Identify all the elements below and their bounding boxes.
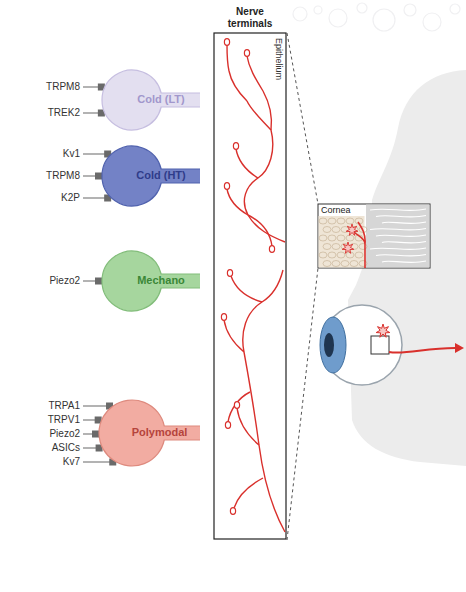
zoom-connector: [287, 33, 318, 540]
channel-pin: [83, 405, 108, 406]
channel-name: TRPA1: [10, 400, 80, 412]
decor-bubbles: [293, 3, 460, 31]
neuron-soma: Polymodal: [97, 399, 200, 467]
channel-name: TREK2: [10, 107, 80, 119]
channel-name: K2P: [10, 192, 80, 204]
inset-title: Cornea: [321, 205, 351, 216]
channel-name: Kv1: [10, 148, 80, 160]
cornea-inset: Cornea: [318, 204, 430, 268]
channel-pin: [83, 153, 106, 154]
neuron-label: Polymodal: [117, 426, 202, 439]
epithelium-tissue: [319, 216, 365, 268]
channel-pin: [83, 86, 100, 87]
channel-pin: [83, 461, 111, 462]
channel-symbol: [95, 278, 102, 285]
channel-name: TRPM8: [10, 170, 80, 182]
channel-name: TRPV1: [10, 414, 80, 426]
channel-name: Piezo2: [10, 275, 80, 287]
neuron-soma: Cold (LT): [100, 69, 200, 131]
stroma-texture: [370, 209, 426, 262]
nerve-fibers: [224, 45, 285, 532]
channel-pin: [83, 112, 100, 113]
node-outline: [213, 4, 287, 540]
stimulus-star: [342, 242, 354, 253]
channel-name: ASICs: [10, 442, 80, 454]
neuron-label: Mechano: [120, 274, 202, 287]
channel-pin: [83, 175, 97, 176]
neuron-soma: Mechano: [100, 250, 200, 312]
channel-name: TRPM8: [10, 81, 80, 93]
channel-symbol: [95, 173, 102, 180]
channel-symbol: [92, 431, 99, 438]
layer-label: Epithelium: [273, 38, 284, 80]
eye-illustration: [320, 305, 464, 385]
nerve-terminal-panel: Nerve terminalsEpithelium: [213, 4, 287, 540]
stimulus-star: [376, 324, 390, 337]
stimulus-star: [346, 224, 358, 235]
terminal-frame: [214, 33, 286, 539]
channel-pin: [83, 197, 106, 198]
inset-frame: [318, 204, 430, 268]
panel-heading: Nerve terminals: [221, 6, 279, 30]
nerve-endings: [221, 39, 274, 515]
nerve-fiber: [354, 222, 365, 268]
channel-pin: [83, 447, 98, 448]
neuron-soma: Cold (HT): [100, 145, 200, 207]
decor-stars: [376, 324, 390, 337]
channel-pin: [83, 419, 97, 420]
channel-name: Kv7: [10, 456, 80, 468]
channel-pin: [83, 280, 97, 281]
neuron-label: Cold (LT): [120, 93, 202, 106]
neuron-label: Cold (HT): [120, 169, 202, 182]
channel-name: Piezo2: [10, 428, 80, 440]
stroma-tissue: [366, 205, 430, 268]
